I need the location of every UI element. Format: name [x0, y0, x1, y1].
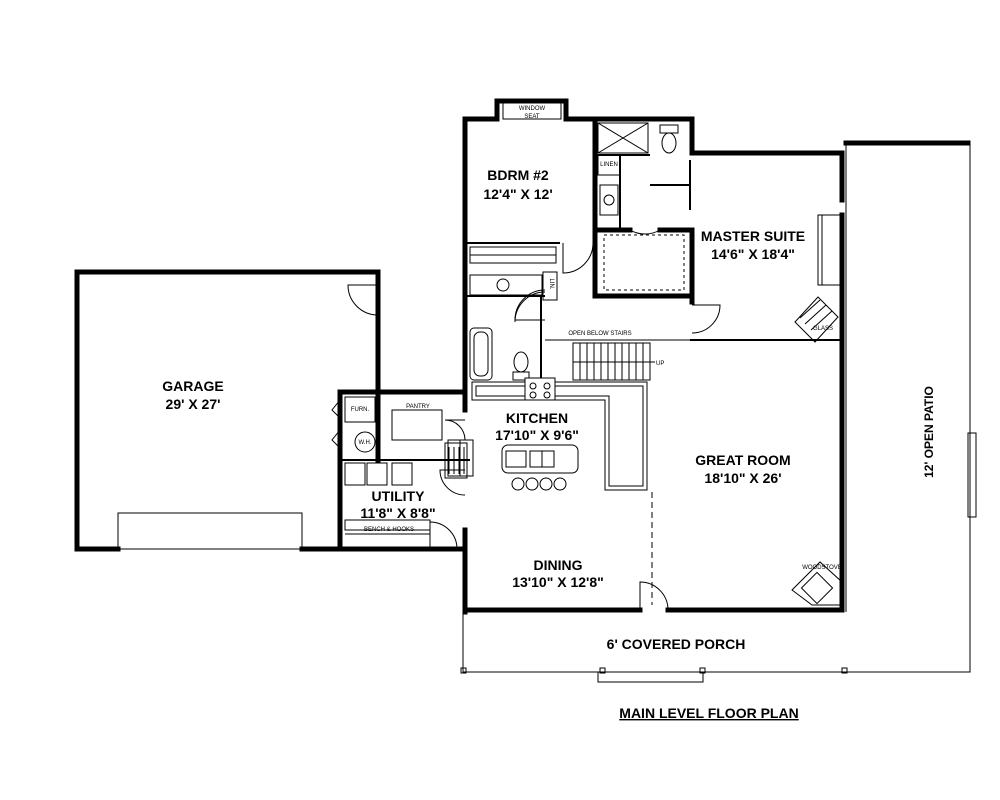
open-patio: [843, 140, 977, 672]
room-labels: WINDOW SEAT BDRM #2 12'4" X 12' LINEN LI…: [162, 106, 936, 721]
master-suite-size: 14'6" X 18'4": [711, 246, 795, 262]
wh-label: W.H.: [359, 440, 372, 446]
dining-size: 13'10" X 12'8": [512, 574, 604, 590]
garage-name: GARAGE: [162, 378, 223, 394]
bedroom2-walls: [462, 98, 598, 395]
lin-label: LIN.: [548, 278, 554, 289]
master-suite-name: MASTER SUITE: [701, 228, 805, 244]
pantry-label: PANTRY: [406, 404, 430, 410]
bedroom2-size: 12'4" X 12': [483, 186, 552, 202]
plan-title: MAIN LEVEL FLOOR PLAN: [619, 705, 798, 721]
great-room-size: 18'10" X 26': [704, 470, 781, 486]
dining-name: DINING: [534, 557, 583, 573]
window-seat-label: WINDOW: [519, 106, 546, 112]
glass-label: GLASS: [813, 326, 833, 332]
kitchen-size: 17'10" X 9'6": [495, 427, 579, 443]
window-seat-label-2: SEAT: [524, 114, 540, 120]
utility-size: 11'8" X 8'8": [360, 505, 435, 521]
patio-label: 12' OPEN PATIO: [922, 386, 936, 478]
utility-name: UTILITY: [372, 488, 426, 504]
bedroom2-name: BDRM #2: [487, 167, 549, 183]
up-label: UP: [656, 361, 664, 367]
stairs: [514, 291, 690, 381]
furn-label: FURN.: [351, 407, 370, 413]
porch-label: 6' COVERED PORCH: [607, 636, 746, 652]
great-room-name: GREAT ROOM: [695, 452, 790, 468]
linen-label: LINEN: [600, 162, 618, 168]
garage-walls: [74, 269, 381, 552]
bathroom-area: [465, 116, 845, 383]
pantry-mechanical: [331, 299, 468, 552]
garage-size: 29' X 27': [166, 396, 221, 412]
bench-hooks-label: BENCH & HOOKS: [364, 527, 414, 533]
master-suite-walls: [689, 212, 845, 343]
main-living-walls: [447, 337, 845, 615]
woodstove-label: WOODSTOVE: [802, 565, 842, 571]
kitchen-name: KITCHEN: [506, 410, 568, 426]
utility-walls: [337, 442, 470, 552]
open-below-stairs-label: OPEN BELOW STAIRS: [568, 331, 631, 337]
